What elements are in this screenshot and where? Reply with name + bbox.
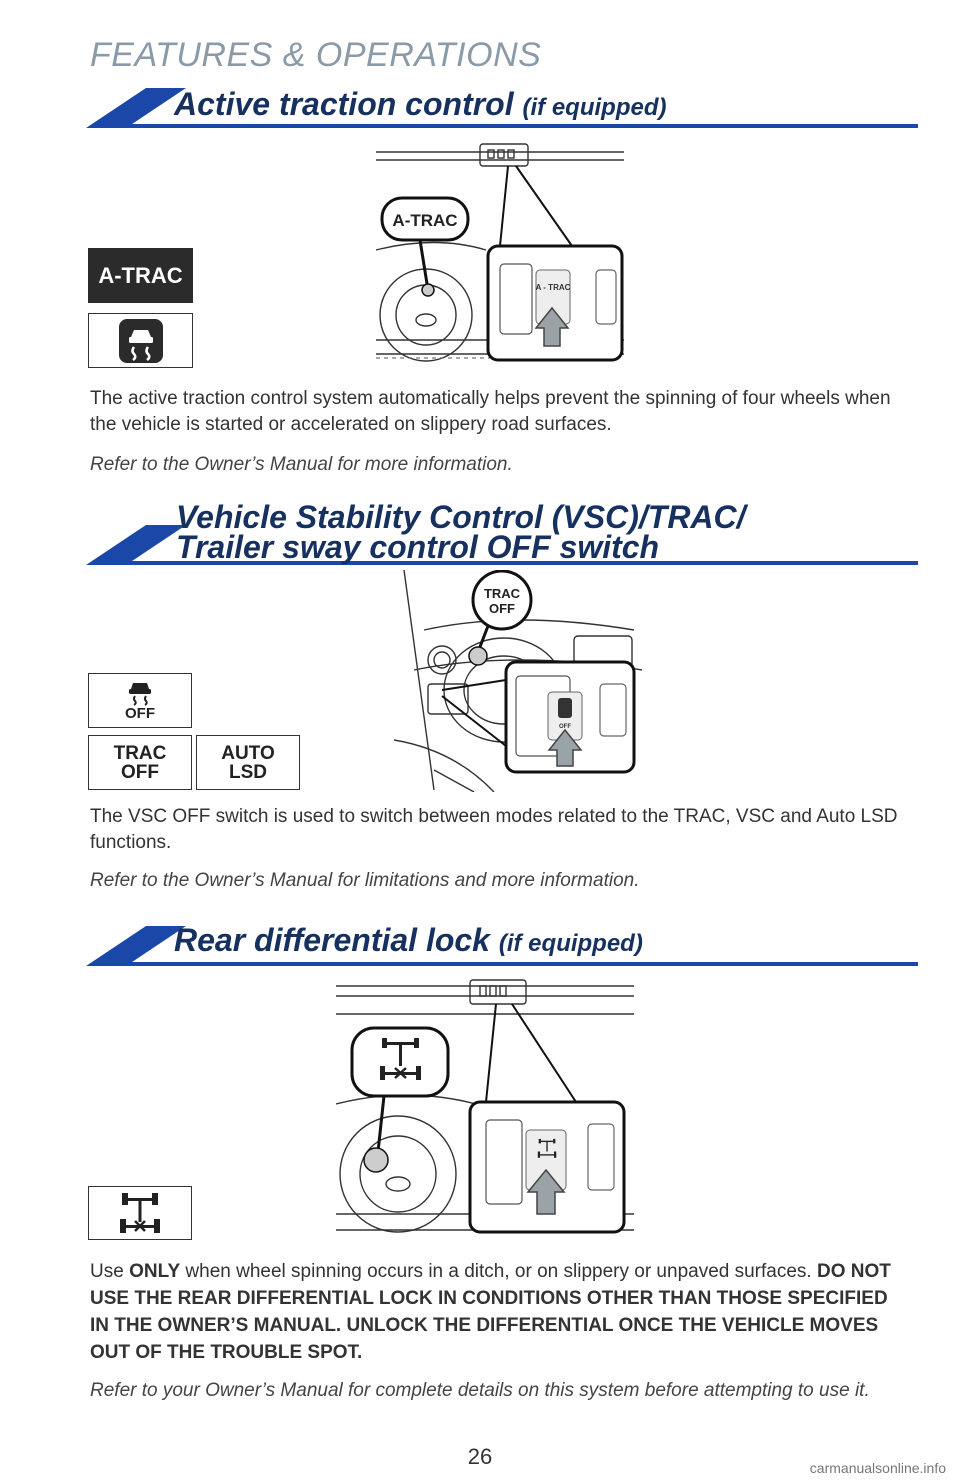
auto-lsd-line2: LSD — [229, 761, 267, 783]
atrac-description: The active traction control system autom… — [90, 388, 891, 435]
rear-diff-description: Use ONLY when wheel spinning occurs in a… — [90, 1258, 910, 1366]
section-title-main: Active traction control — [174, 86, 514, 122]
skid-car-icon — [129, 683, 151, 706]
auto-lsd-line1: AUTO — [221, 742, 275, 764]
callout-trac-off-line2: OFF — [489, 601, 515, 616]
atrac-dashboard-illustration: A-TRAC A - TRAC — [376, 143, 624, 362]
section-title-suffix: (if equipped) — [522, 94, 667, 121]
section-title-vsc: Vehicle Stability Control (VSC)/TRAC/ Tr… — [176, 499, 746, 565]
section-title-line2: Trailer sway control OFF switch — [176, 529, 660, 565]
desc-use: Use — [90, 1261, 130, 1282]
watermark: carmanualsonline.info — [809, 1460, 946, 1476]
rear-diff-indicator-icon-box — [88, 1186, 192, 1240]
section-header-bar — [86, 88, 918, 128]
desc-warning: DO NOT USE THE REAR DIFFERENTIAL LOCK IN… — [90, 1261, 891, 1363]
trac-off-line1: TRAC — [113, 742, 167, 764]
skid-car-icon — [118, 318, 163, 363]
vsc-dashboard-illustration: TRAC OFF OFF — [394, 570, 642, 792]
vsc-off-label: OFF — [125, 705, 155, 722]
callout-atrac-label: A-TRAC — [392, 211, 457, 230]
vsc-description: The VSC OFF switch is used to switch bet… — [90, 806, 898, 853]
section-title-atrac: Active traction control (if equipped) — [174, 88, 666, 120]
atrac-indicator-label: A-TRAC — [98, 262, 183, 288]
atrac-button-label: A - TRAC — [536, 283, 571, 292]
vsc-button-label: OFF — [559, 724, 571, 730]
rear-diff-dashboard-illustration — [336, 979, 634, 1234]
section-title-suffix: (if equipped) — [498, 930, 643, 957]
page-header: FEATURES & OPERATIONS — [90, 36, 542, 74]
section-title-rear-diff: Rear differential lock (if equipped) — [174, 924, 643, 956]
rear-diff-note: Refer to your Owner’s Manual for complet… — [90, 1380, 870, 1401]
vsc-off-indicator-icon: OFF — [88, 673, 192, 728]
section-title-line1: Vehicle Stability Control (VSC)/TRAC/ — [176, 499, 746, 535]
trac-off-line2: OFF — [121, 761, 159, 783]
rear-diff-lock-icon — [537, 1138, 557, 1158]
atrac-indicator-icon: A-TRAC — [88, 248, 193, 303]
vsc-note: Refer to the Owner’s Manual for limitati… — [90, 870, 640, 891]
auto-lsd-indicator-icon: AUTO LSD — [196, 735, 300, 790]
callout-trac-off-line1: TRAC — [484, 586, 521, 601]
trac-off-indicator-icon: TRAC OFF — [88, 735, 192, 790]
rear-diff-lock-icon — [120, 1193, 160, 1233]
desc-rest: when wheel spinning occurs in a ditch, o… — [180, 1261, 817, 1282]
section-header-bar — [86, 525, 918, 565]
section-header-bar — [86, 926, 918, 966]
atrac-note: Refer to the Owner’s Manual for more inf… — [90, 454, 513, 475]
desc-only: ONLY — [129, 1261, 181, 1282]
rear-diff-lock-icon — [380, 1038, 421, 1080]
section-title-main: Rear differential lock — [174, 922, 490, 958]
page-number: 26 — [467, 1444, 493, 1469]
slip-indicator-icon-box — [88, 313, 193, 368]
